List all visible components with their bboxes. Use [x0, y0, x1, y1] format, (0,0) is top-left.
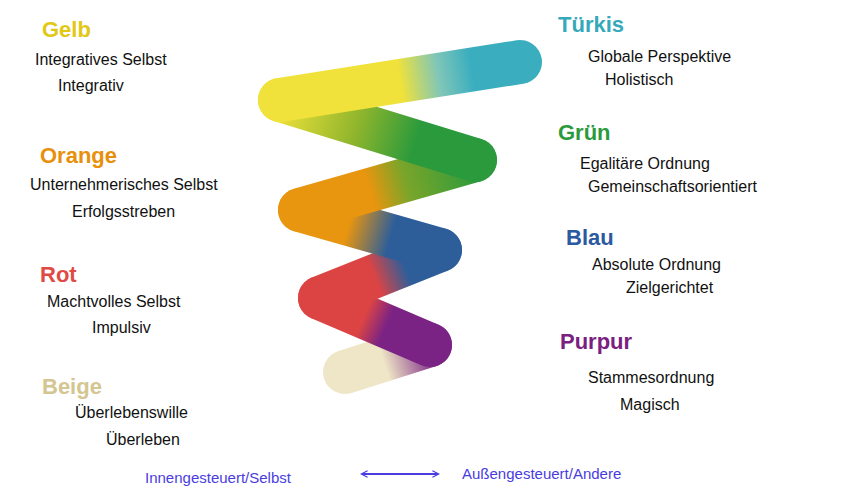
level-description: Integrativ	[58, 77, 124, 95]
spiral-band	[280, 62, 520, 100]
level-name: Rot	[40, 262, 77, 287]
axis-label: Außengesteuert/Andere	[462, 465, 621, 482]
level-description: Egalitäre Ordnung	[580, 155, 710, 173]
level-name: Grün	[558, 120, 611, 145]
level-description: Erfolgsstreben	[72, 203, 175, 221]
level-name: Beige	[42, 374, 102, 399]
level-name: Orange	[40, 143, 117, 168]
level-name: Türkis	[558, 12, 624, 37]
double-arrow	[362, 473, 438, 475]
level-description: Magisch	[620, 396, 680, 414]
level-description: Holistisch	[605, 71, 673, 89]
level-description: Stammesordnung	[588, 369, 714, 387]
level-description: Integratives Selbst	[35, 51, 167, 69]
level-description: Impulsiv	[92, 319, 151, 337]
level-description: Zielgerichtet	[626, 279, 713, 297]
level-description: Unternehmerisches Selbst	[30, 176, 218, 194]
level-description: Absolute Ordnung	[592, 256, 721, 274]
level-description: Globale Perspektive	[588, 48, 731, 66]
level-name: Purpur	[560, 329, 632, 354]
level-description: Überlebenswille	[75, 404, 188, 422]
axis-label: Innengesteuert/Selbst	[145, 469, 291, 486]
level-name: Blau	[566, 225, 614, 250]
level-description: Gemeinschaftsorientiert	[588, 178, 757, 196]
level-description: Überleben	[106, 431, 180, 449]
level-name: Gelb	[42, 17, 91, 42]
level-description: Machtvolles Selbst	[47, 293, 180, 311]
